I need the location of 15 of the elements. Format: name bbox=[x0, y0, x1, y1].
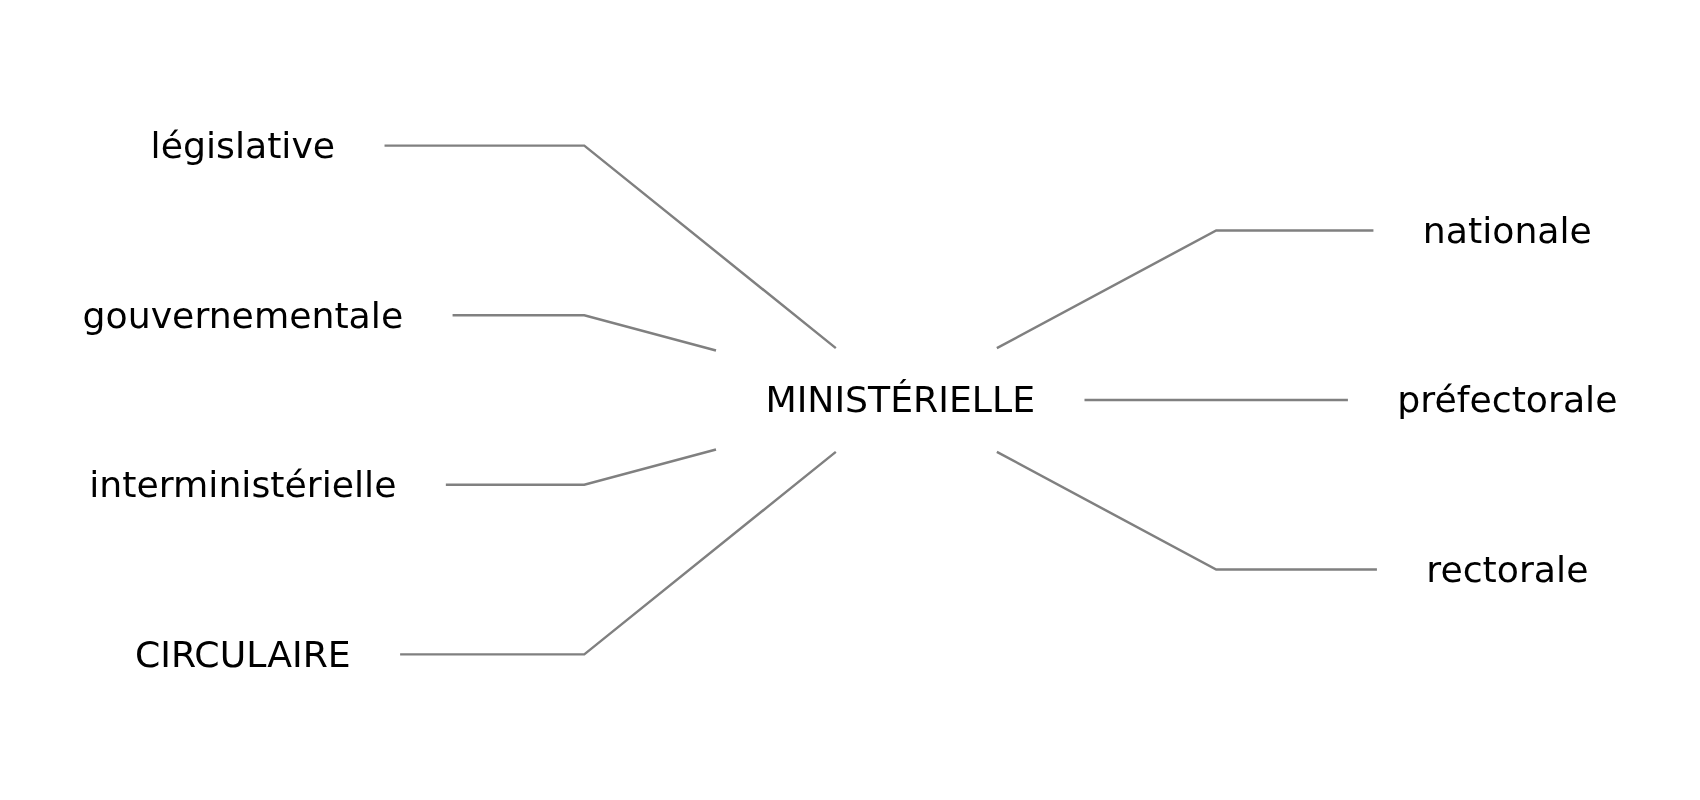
connector bbox=[996, 229, 1374, 350]
connector bbox=[400, 450, 837, 656]
node-text: CIRCULAIRE bbox=[135, 633, 351, 675]
connector bbox=[445, 448, 717, 487]
node-text: préfectorale bbox=[1397, 379, 1618, 421]
connector bbox=[452, 313, 717, 352]
node-text: interministérielle bbox=[89, 464, 397, 506]
node-text: nationale bbox=[1422, 209, 1592, 251]
node-text: rectorale bbox=[1426, 549, 1589, 591]
connector bbox=[1084, 398, 1348, 402]
connector bbox=[996, 450, 1377, 571]
node-text: législative bbox=[150, 125, 336, 167]
node-text: MINISTÉRIELLE bbox=[765, 379, 1036, 421]
node-text: gouvernementale bbox=[82, 294, 404, 336]
connector bbox=[384, 144, 837, 350]
